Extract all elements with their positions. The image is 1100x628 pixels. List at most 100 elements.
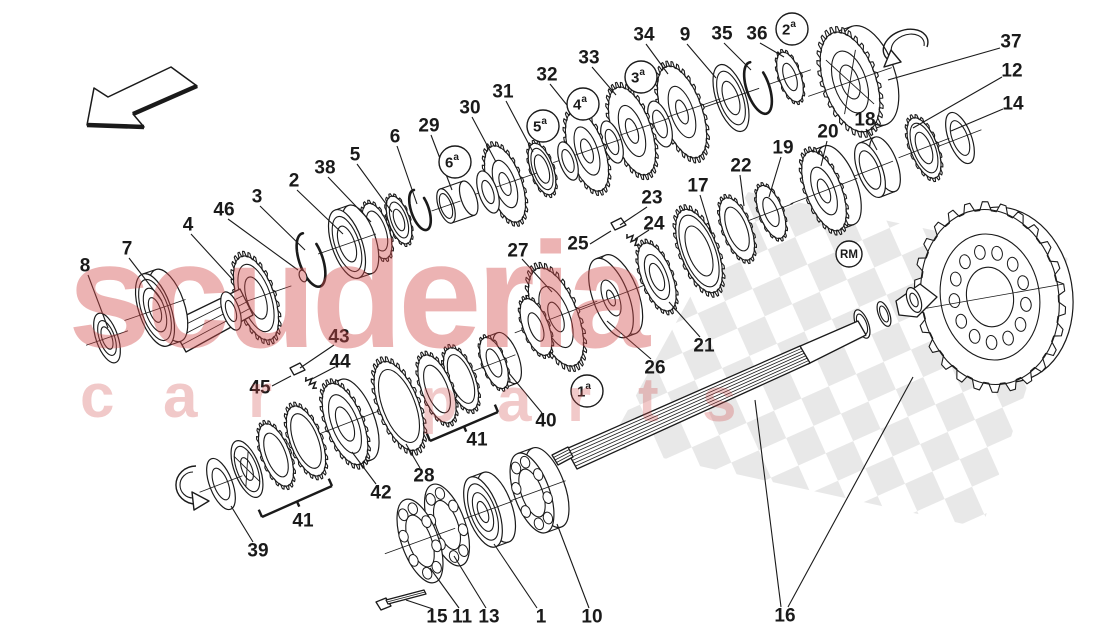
callout-number[interactable]: 6 [390,127,401,148]
synchro-ring [255,419,297,491]
callout-number[interactable]: 24 [643,214,665,235]
callout-number[interactable]: 37 [1000,32,1021,53]
callout-13[interactable]: 13 [453,555,500,628]
callout-number[interactable]: 28 [413,466,434,487]
callout-26[interactable]: 26 [606,320,666,379]
synchro-ring [283,401,329,481]
needle-bearing-19 [748,182,794,242]
callout-number[interactable]: 17 [687,176,708,197]
callout-number[interactable]: 44 [329,352,351,373]
callout-number[interactable]: 39 [247,541,268,562]
needle-bearing-40 [472,331,523,392]
callout-24[interactable]: 24 [634,214,665,240]
callout-34[interactable]: 34 [633,25,669,75]
callout-35[interactable]: 35 [711,24,752,71]
callout-28[interactable]: 28 [405,443,435,487]
callout-42[interactable]: 42 [351,451,392,504]
callout-number[interactable]: 1 [536,607,547,628]
callout-9[interactable]: 9 [680,25,717,79]
callout-38[interactable]: 38 [314,158,372,223]
callout-36[interactable]: 36 [746,24,785,58]
bolt-15-shaft [385,589,427,605]
callout-22[interactable]: 22 [730,156,752,207]
callout-44[interactable]: 44 [311,352,351,380]
callout-31[interactable]: 31 [492,82,534,153]
callout-number[interactable]: 20 [817,122,838,143]
callout-16[interactable]: 16 [754,376,914,627]
callout-number[interactable]: 38 [314,158,335,179]
callout-number[interactable]: 46 [213,200,234,221]
callout-number[interactable]: 23 [641,188,662,209]
callout-number[interactable]: 32 [536,65,557,86]
callout-21[interactable]: 21 [668,301,715,357]
callout-14[interactable]: 14 [950,94,1024,132]
callout-19[interactable]: 19 [768,138,794,198]
callout-17[interactable]: 17 [687,176,713,235]
crown-gear-16 [913,201,1074,393]
callout-12[interactable]: 12 [912,61,1023,129]
callout-5[interactable]: 5 [350,145,393,213]
callout-11[interactable]: 11 [429,567,473,628]
callout-number[interactable]: 34 [633,25,655,46]
callout-number[interactable]: 45 [249,378,271,399]
callout-39[interactable]: 39 [230,505,269,562]
callout-number[interactable]: 18 [854,110,875,131]
callout-number[interactable]: 5 [350,145,361,166]
callout-number[interactable]: 3 [252,187,263,208]
callout-23[interactable]: 23 [619,188,663,226]
callout-7[interactable]: 7 [122,239,163,302]
callout-number[interactable]: 16 [774,606,795,627]
callout-number[interactable]: 26 [644,358,665,379]
callout-43[interactable]: 43 [299,327,350,369]
callout-number[interactable]: 19 [772,138,793,159]
callout-number[interactable]: 42 [370,483,391,504]
callout-number[interactable]: 29 [418,116,439,137]
callout-37[interactable]: 37 [887,32,1022,81]
callout-6[interactable]: 6 [390,127,418,205]
callout-number[interactable]: 33 [578,48,599,69]
callout-46[interactable]: 46 [213,200,299,271]
callout-3[interactable]: 3 [252,187,306,251]
callout-number[interactable]: 35 [711,24,733,45]
callout-number[interactable]: 2 [289,171,300,192]
callout-number[interactable]: 12 [1001,61,1022,82]
callout-40[interactable]: 40 [507,371,557,432]
callout-number[interactable]: 9 [680,25,691,46]
callout-number[interactable]: 14 [1002,94,1024,115]
synchro-ring [415,350,459,428]
callout-number[interactable]: 8 [80,256,91,277]
callout-number[interactable]: 11 [452,607,473,628]
callout-number[interactable]: 43 [328,327,349,348]
callout-45[interactable]: 45 [249,375,292,399]
callout-number[interactable]: 10 [581,607,602,628]
callout-8[interactable]: 8 [80,256,109,329]
gear-label-5a: 5a [526,109,560,143]
callout-10[interactable]: 10 [556,523,603,628]
callout-number[interactable]: 13 [478,607,499,628]
callout-4[interactable]: 4 [183,215,234,281]
callout-number[interactable]: 4 [183,215,194,236]
callout-1[interactable]: 1 [493,543,547,628]
callout-27[interactable]: 27 [507,241,553,293]
callout-number[interactable]: 15 [426,607,448,628]
callout-20[interactable]: 20 [817,122,839,167]
callout-number[interactable]: 30 [459,98,480,119]
callout-number[interactable]: 22 [730,156,751,177]
callout-number[interactable]: 31 [492,82,514,103]
callout-number[interactable]: 40 [535,411,556,432]
callout-30[interactable]: 30 [459,98,497,163]
callout-33[interactable]: 33 [578,48,617,96]
callout-2[interactable]: 2 [289,171,344,235]
callout-15[interactable]: 15 [405,599,448,628]
callout-number[interactable]: 21 [693,336,715,357]
callout-number[interactable]: 25 [567,234,589,255]
gear-label-6a: 6a [438,145,472,179]
callout-number[interactable]: 36 [746,24,767,45]
spring-24 [626,233,640,247]
callout-18[interactable]: 18 [854,110,878,151]
callout-25[interactable]: 25 [567,230,612,255]
callout-number[interactable]: 27 [507,241,528,262]
callout-number[interactable]: 7 [122,239,133,260]
ring-nut-8 [85,312,129,364]
